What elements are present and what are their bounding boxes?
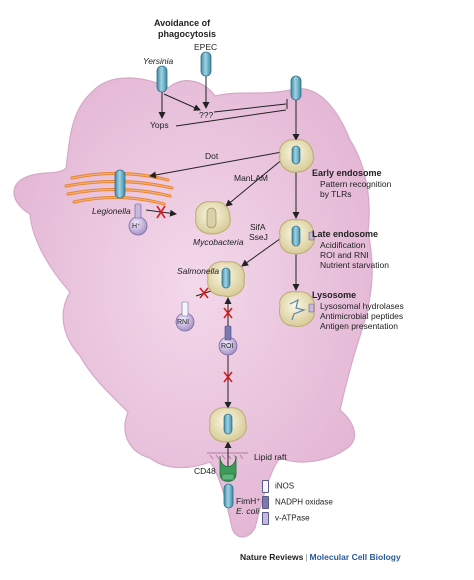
salmonella-vacuole	[207, 261, 245, 297]
inos-complex	[175, 301, 195, 332]
avoidance-title-line1: Avoidance of	[154, 18, 211, 28]
label-late-d2: ROI and RNI	[320, 250, 369, 260]
legend-swatch-vatpase	[262, 512, 269, 525]
label-ecoli: E. coli	[236, 506, 260, 516]
bacterium-epec	[200, 51, 212, 77]
label-rni: RNI	[177, 319, 190, 326]
inhibit-mark-mycobacteria	[145, 205, 177, 219]
footer-journal: Nature Reviews	[240, 552, 304, 562]
inhibit-mark-bottom	[223, 371, 233, 383]
legend-item-nadph: NADPH oxidase	[262, 496, 333, 509]
label-yops: Yops	[150, 120, 169, 130]
vatpase-complex	[128, 203, 148, 236]
inhibit-qqq	[213, 103, 287, 113]
nadph-complex	[218, 325, 238, 356]
label-lysosome: Lysosome	[312, 290, 357, 300]
label-fimh: FimH⁺	[236, 496, 261, 506]
inhibit-yops	[175, 109, 287, 127]
footer-credit: Nature Reviews|Molecular Cell Biology	[240, 552, 401, 562]
label-lipid-raft: Lipid raft	[254, 452, 287, 462]
label-lyso-d2: Antimicrobial peptides	[320, 311, 404, 321]
inhibit-mark-roi	[223, 307, 233, 319]
label-roi: ROI	[221, 343, 234, 350]
footer-section: Molecular Cell Biology	[309, 552, 401, 562]
legend-label-vatpase: v-ATPase	[275, 513, 310, 523]
legend-label-nadph: NADPH oxidase	[275, 497, 333, 507]
arrow-yersinia-to-qqq	[163, 93, 201, 111]
arrow-manlam	[225, 157, 285, 207]
label-h-plus: H⁺	[132, 223, 141, 230]
avoidance-title-line2: phagocytosis	[158, 29, 217, 39]
ecoli-vacuole	[209, 407, 247, 443]
label-epec: EPEC	[194, 42, 218, 52]
label-early-d1: Pattern recognition	[320, 179, 392, 189]
label-lyso-d1: Lysosomal hydrolases	[320, 301, 404, 311]
cd48-receptor	[219, 455, 237, 482]
bacterium-legionella	[114, 169, 126, 199]
bacterium-yersinia	[156, 65, 168, 93]
label-manlam: ManLAM	[234, 173, 269, 183]
label-sifa: SifA	[250, 222, 266, 232]
label-ssej: SseJ	[249, 232, 268, 242]
arrow-dot	[149, 151, 283, 179]
legend-item-vatpase: v-ATPase	[262, 512, 310, 525]
inhibition-marks	[145, 205, 233, 383]
label-early-endosome: Early endosome	[312, 168, 382, 178]
early-endosome-vacuole	[279, 139, 315, 173]
label-qqq: ???	[199, 110, 214, 120]
legend-label-inos: iNOS	[275, 481, 295, 491]
late-endosome-vacuole	[279, 219, 315, 255]
legend-item-inos: iNOS	[262, 480, 294, 493]
legend-swatch-inos	[262, 480, 269, 493]
legend-swatch-nadph	[262, 496, 269, 509]
bacterium-entering	[290, 75, 302, 101]
bacterium-ecoli	[223, 483, 234, 509]
label-late-endosome: Late endosome	[312, 229, 379, 239]
label-cd48: CD48	[194, 466, 216, 476]
macrophage-cell	[13, 77, 373, 538]
label-lyso-d3: Antigen presentation	[320, 321, 398, 331]
label-dot: Dot	[205, 151, 219, 161]
lysosome-vacuole	[279, 291, 315, 327]
mycobacteria-vacuole	[195, 201, 231, 235]
footer-separator: |	[305, 552, 308, 562]
label-late-d1: Acidification	[320, 240, 366, 250]
label-late-d3: Nutrient starvation	[320, 260, 389, 270]
label-yersinia: Yersinia	[143, 56, 174, 66]
label-mycobacteria: Mycobacteria	[193, 237, 244, 247]
arrow-late-to-salmonella	[241, 235, 285, 267]
label-salmonella: Salmonella	[177, 266, 220, 276]
label-early-d2: by TLRs	[320, 189, 352, 199]
label-legionella: Legionella	[92, 206, 131, 216]
